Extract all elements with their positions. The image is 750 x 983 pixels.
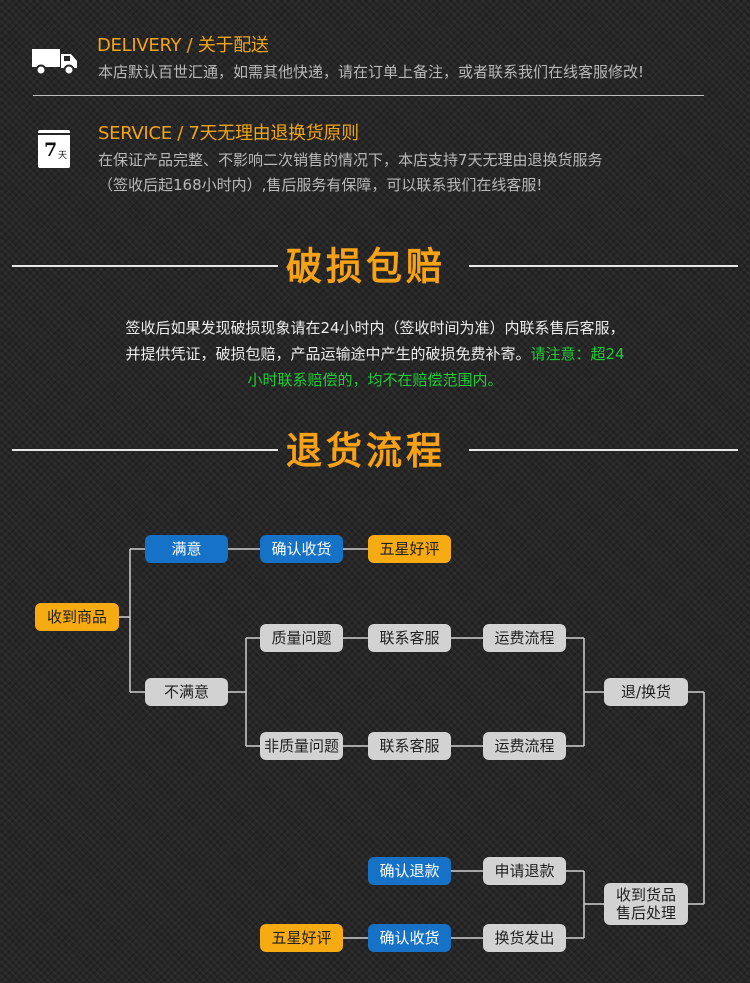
flow-confirm-receipt: 确认收货 [260, 535, 343, 563]
flow-contact-service-1: 联系客服 [368, 624, 451, 652]
service-line2: （签收后起168小时内）,售后服务有保障，可以联系我们在线客服! [98, 176, 543, 194]
flow-after-sale-processing: 收到货品 售后处理 [604, 883, 688, 925]
calendar-page [38, 130, 70, 168]
calendar-7-days-icon: 7 天 [38, 130, 72, 170]
calendar-day-number: 7 [44, 139, 58, 161]
flow-five-star-review: 五星好评 [368, 535, 451, 563]
returns-heading: 退货流程 [286, 430, 447, 474]
damage-warning-start: 请注意：超24 [530, 345, 625, 363]
damage-divider-right [469, 265, 738, 267]
service-line1: 在保证产品完整、不影响二次销售的情况下，本店支持7天无理由退换货服务 [98, 151, 603, 169]
damage-warning-end: 小时联系赔偿的，均不在赔偿范围内。 [247, 371, 503, 389]
truck-icon [31, 46, 79, 76]
flow-confirm-receipt-2: 确认收货 [368, 924, 451, 952]
damage-line2: 并提供凭证，破损包赔，产品运输途中产生的破损免费补寄。请注意：超24 [55, 341, 695, 367]
damage-paragraph: 签收后如果发现破损现象请在24小时内（签收时间为准）内联系售后客服， 并提供凭证… [55, 315, 695, 393]
delivery-divider [33, 95, 704, 96]
flow-after-sale-line1: 收到货品 [615, 886, 676, 904]
damage-line1: 签收后如果发现破损现象请在24小时内（签收时间为准）内联系售后客服， [125, 319, 625, 337]
flow-non-quality-issue: 非质量问题 [260, 732, 343, 760]
flow-unsatisfied: 不满意 [145, 678, 228, 706]
flow-contact-service-2: 联系客服 [368, 732, 451, 760]
delivery-text: 本店默认百世汇通，如需其他快递，请在订单上备注，或者联系我们在线客服修改! [98, 63, 645, 81]
flow-quality-issue: 质量问题 [260, 624, 343, 652]
calendar-binding [38, 133, 70, 135]
flow-received-goods: 收到商品 [35, 603, 119, 631]
returns-divider-left [12, 449, 278, 451]
calendar-day-unit: 天 [58, 151, 68, 161]
flow-exchange-shipped: 换货发出 [483, 924, 566, 952]
flow-shipping-process-2: 运费流程 [483, 732, 566, 760]
flow-shipping-process-1: 运费流程 [483, 624, 566, 652]
damage-line2-text: 并提供凭证，破损包赔，产品运输途中产生的破损免费补寄。 [125, 345, 531, 363]
returns-divider-right [469, 449, 738, 451]
damage-divider-left [12, 265, 278, 267]
damage-heading: 破损包赔 [286, 246, 447, 290]
flow-after-sale-line2: 售后处理 [615, 904, 676, 922]
flow-confirm-refund: 确认退款 [368, 857, 451, 885]
flow-five-star-review-2: 五星好评 [260, 924, 343, 952]
delivery-title: DELIVERY / 关于配送 [97, 35, 269, 56]
flow-apply-refund: 申请退款 [483, 857, 566, 885]
flow-return-exchange: 退/换货 [604, 678, 688, 706]
service-title: SERVICE / 7天无理由退换货原则 [98, 123, 359, 144]
flow-satisfied: 满意 [145, 535, 228, 563]
